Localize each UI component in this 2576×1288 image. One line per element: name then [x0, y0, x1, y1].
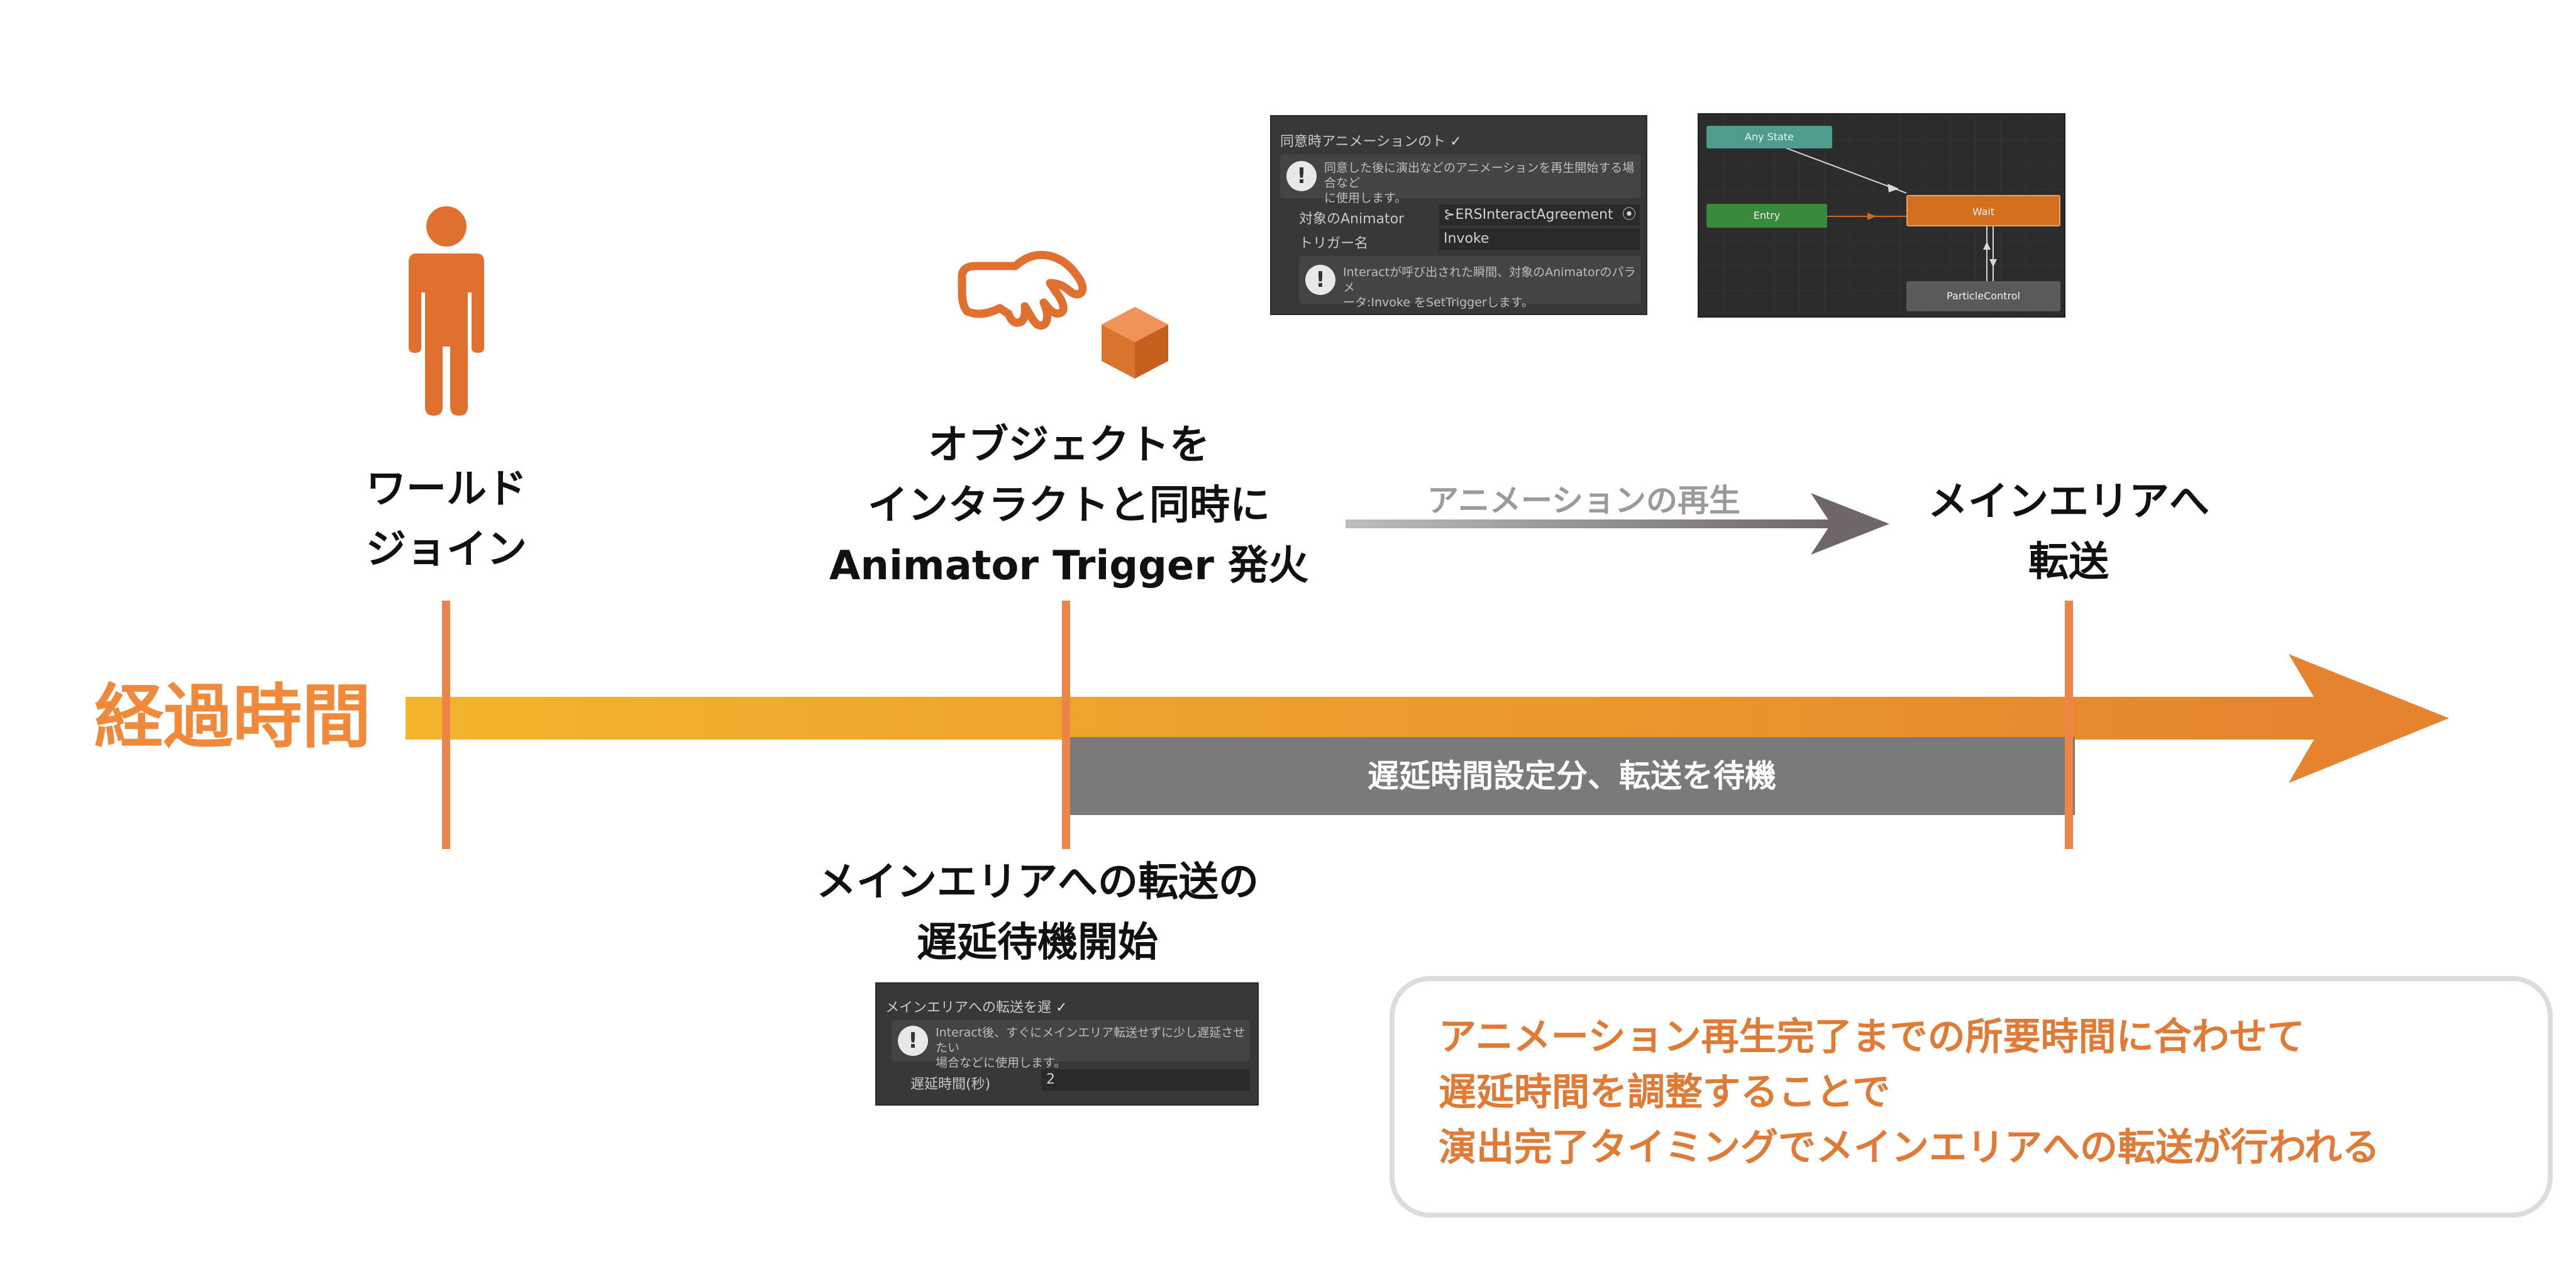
delay-bar: 遅延時間設定分、転送を待機: [1069, 737, 2075, 815]
target-animator-field[interactable]: ⊱ERSInteractAgreement ⦿: [1439, 204, 1640, 226]
cube-icon: [1102, 307, 1168, 379]
inspector-delay-panel: メインエリアへの転送を遅 ✓ ! Interact後、すぐにメインエリア転送せず…: [875, 982, 1259, 1106]
person-icon: [409, 206, 484, 416]
state-particle-control[interactable]: ParticleControl: [1906, 281, 2060, 311]
animator-component-icon: ⊱: [1444, 207, 1456, 223]
animation-toggle-row[interactable]: 同意時アニメーションのト ✓: [1280, 134, 1462, 150]
delay-help-box: ! Interact後、すぐにメインエリア転送せずに少し遅延させたい 場合などに…: [892, 1020, 1250, 1070]
warning-icon: !: [1305, 265, 1335, 295]
trigger-name-label: トリガー名: [1299, 236, 1369, 252]
trigger-help-box: ! Interactが呼び出された瞬間、対象のAnimatorのパラメ ータ:I…: [1299, 256, 1641, 309]
warning-icon: !: [1286, 161, 1317, 191]
delay-seconds-label: 遅延時間(秒): [910, 1077, 991, 1092]
inspector-animator-panel: 同意時アニメーションのト ✓ ! 同意した後に演出などのアニメーションを再生開始…: [1270, 115, 1647, 315]
graph-grid: [1699, 114, 2064, 316]
trigger-name-field[interactable]: Invoke: [1439, 228, 1640, 250]
label-wait-start: メインエリアへの転送の 遅延待機開始: [816, 859, 1259, 966]
animation-toggle-checkbox[interactable]: ✓: [1450, 134, 1462, 150]
label-interact: オブジェクトを インタラクトと同時に Animator Trigger 発火: [829, 422, 1309, 589]
label-world-join: ワールド ジョイン: [366, 466, 527, 573]
target-animator-label: 対象のAnimator: [1299, 211, 1405, 227]
animation-help-box: ! 同意した後に演出などのアニメーションを再生開始する場合など に使用します。: [1280, 154, 1641, 205]
animation-arrow-label: アニメーションの再生: [1427, 482, 1740, 519]
explanation-note: アニメーション再生完了までの所要時間に合わせて 遅延時間を調整することで 演出完…: [1390, 976, 2553, 1218]
marker-transfer: [2065, 601, 2073, 849]
axis-label: 経過時間: [94, 677, 371, 757]
delay-toggle-checkbox[interactable]: ✓: [1056, 1000, 1068, 1016]
state-any-state[interactable]: Any State: [1706, 126, 1832, 148]
delay-bar-label: 遅延時間設定分、転送を待機: [1368, 758, 1776, 794]
state-entry[interactable]: Entry: [1706, 204, 1827, 228]
object-picker-icon[interactable]: ⦿: [1622, 207, 1636, 223]
animator-graph: Any State Entry Wait ParticleControl: [1698, 113, 2065, 318]
grab-hand-icon: [958, 250, 1087, 330]
delay-toggle-row[interactable]: メインエリアへの転送を遅 ✓: [885, 1000, 1068, 1016]
delay-seconds-field[interactable]: 2: [1041, 1069, 1250, 1091]
marker-world-join: [442, 601, 450, 849]
state-wait[interactable]: Wait: [1906, 195, 2060, 226]
warning-icon: !: [898, 1026, 928, 1056]
label-transfer: メインエリアへ 転送: [1928, 479, 2209, 586]
marker-interact: [1062, 601, 1070, 849]
